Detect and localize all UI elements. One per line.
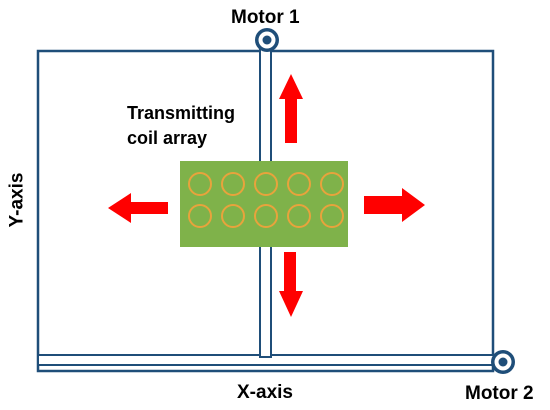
y-axis-label: Y-axis	[6, 172, 28, 228]
coil-ring	[188, 172, 212, 196]
arrow-right-icon	[364, 188, 425, 222]
motor-2-label: Motor 2	[465, 383, 534, 404]
coil-ring	[320, 204, 344, 228]
coil-ring	[254, 204, 278, 228]
coil-ring	[221, 172, 245, 196]
motor-1-label: Motor 1	[231, 7, 300, 28]
coil-ring	[287, 204, 311, 228]
arrow-left-icon	[108, 193, 168, 223]
coil-array-label-line-1: Transmitting	[127, 103, 236, 123]
x-axis-label: X-axis	[237, 382, 293, 403]
coil-array-label: Transmitting coil array	[127, 101, 235, 151]
coil-ring	[287, 172, 311, 196]
coil-ring	[188, 204, 212, 228]
arrow-up-icon	[279, 74, 303, 143]
arrow-down-icon	[279, 252, 303, 317]
motor-2-icon	[491, 350, 515, 374]
coil-array-label-line-2: coil array	[127, 128, 208, 148]
coil-ring	[254, 172, 278, 196]
coil-ring	[320, 172, 344, 196]
motor-1-icon	[255, 28, 279, 52]
coil-ring	[221, 204, 245, 228]
coil-rings	[188, 172, 344, 228]
